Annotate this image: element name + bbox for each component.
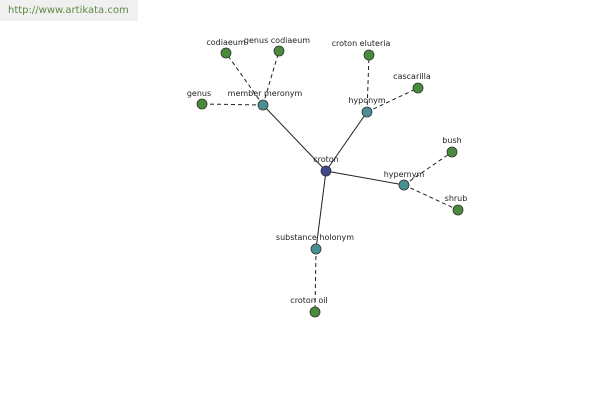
edge-member-meronym-genus bbox=[201, 103, 264, 106]
node-marker-bush[interactable] bbox=[446, 146, 458, 158]
edge-croton-hyponym bbox=[325, 111, 368, 172]
node-marker-croton-eluteria[interactable] bbox=[363, 49, 375, 61]
node-hypernym[interactable]: hypernym bbox=[384, 170, 425, 191]
node-codiaeum[interactable]: codiaeum bbox=[206, 38, 246, 59]
edge-hypernym-shrub bbox=[403, 184, 459, 211]
node-label-croton-eluteria[interactable]: croton eluteria bbox=[332, 39, 391, 48]
edge-croton-member-meronym bbox=[262, 104, 327, 172]
node-croton-oil[interactable]: croton oil bbox=[290, 296, 328, 318]
source-url[interactable]: http://www.artikata.com bbox=[0, 0, 138, 21]
node-marker-genus-codiaeum[interactable] bbox=[273, 45, 285, 57]
edge-hyponym-cascarilla bbox=[366, 87, 419, 113]
node-genus-codiaeum[interactable]: genus codiaeum bbox=[244, 36, 310, 57]
node-bush[interactable]: bush bbox=[442, 136, 462, 158]
node-label-croton-oil[interactable]: croton oil bbox=[290, 296, 327, 305]
node-label-codiaeum[interactable]: codiaeum bbox=[206, 38, 245, 47]
node-marker-croton[interactable] bbox=[320, 165, 332, 177]
node-label-cascarilla[interactable]: cascarilla bbox=[393, 72, 431, 81]
node-genus[interactable]: genus bbox=[187, 89, 211, 110]
node-marker-hypernym[interactable] bbox=[398, 179, 410, 191]
node-marker-substance-holonym[interactable] bbox=[310, 243, 322, 255]
node-member-meronym[interactable]: member meronym bbox=[228, 89, 303, 111]
edge-hyponym-croton-eluteria bbox=[366, 54, 370, 113]
node-marker-cascarilla[interactable] bbox=[412, 82, 424, 94]
node-marker-hyponym[interactable] bbox=[361, 106, 373, 118]
node-label-shrub[interactable]: shrub bbox=[445, 194, 468, 203]
node-croton-eluteria[interactable]: croton eluteria bbox=[332, 39, 391, 61]
node-label-croton[interactable]: croton bbox=[313, 155, 339, 164]
node-marker-codiaeum[interactable] bbox=[220, 47, 232, 59]
node-shrub[interactable]: shrub bbox=[445, 194, 468, 216]
node-marker-croton-oil[interactable] bbox=[309, 306, 321, 318]
edge-hypernym-bush bbox=[403, 151, 453, 186]
node-marker-shrub[interactable] bbox=[452, 204, 464, 216]
edge-member-meronym-codiaeum bbox=[225, 52, 264, 106]
node-label-hypernym[interactable]: hypernym bbox=[384, 170, 425, 179]
node-label-genus[interactable]: genus bbox=[187, 89, 211, 98]
edge-croton-hypernym bbox=[325, 170, 405, 186]
node-label-bush[interactable]: bush bbox=[442, 136, 461, 145]
node-marker-member-meronym[interactable] bbox=[257, 99, 269, 111]
node-label-substance-holonym[interactable]: substance holonym bbox=[276, 233, 354, 242]
node-label-member-meronym[interactable]: member meronym bbox=[228, 89, 303, 98]
node-croton[interactable]: croton bbox=[313, 155, 339, 177]
edge-layer bbox=[201, 50, 459, 313]
edge-substance-holonym-croton-oil bbox=[314, 248, 317, 313]
node-cascarilla[interactable]: cascarilla bbox=[393, 72, 431, 94]
node-label-hyponym[interactable]: hyponym bbox=[348, 96, 386, 105]
node-layer: croton member meronym hyponym hypernym subst… bbox=[187, 36, 468, 318]
node-substance-holonym[interactable]: substance holonym bbox=[276, 233, 354, 255]
node-hyponym[interactable]: hyponym bbox=[348, 96, 386, 118]
edge-member-meronym-genus-codiaeum bbox=[262, 50, 280, 106]
edge-croton-substance-holonym bbox=[315, 170, 327, 250]
node-label-genus-codiaeum[interactable]: genus codiaeum bbox=[244, 36, 310, 45]
node-marker-genus[interactable] bbox=[196, 98, 208, 110]
